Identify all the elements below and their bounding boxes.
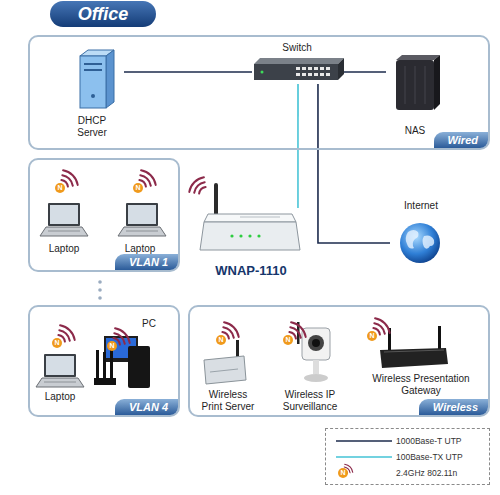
ethernet-link	[297, 84, 299, 208]
wifi-badge: N	[107, 341, 117, 351]
legend-text: 100Base-TX UTP	[396, 452, 463, 462]
device-node: NAS	[386, 50, 444, 136]
device-label: DHCP Server	[66, 115, 118, 138]
device-label: Wireless Print Server	[199, 389, 257, 412]
device-node: Switch	[252, 42, 342, 84]
device-label: Laptop	[45, 391, 76, 403]
legend-line-sample	[336, 440, 392, 442]
ethernet-link	[124, 71, 252, 73]
device-label: Laptop	[49, 243, 80, 255]
zone-band: Wireless Wireless Print Server Wireless IP…	[188, 305, 490, 417]
legend-text: 2.4GHz 802.11n	[396, 468, 457, 478]
device-node: Internet	[390, 200, 452, 266]
ethernet-link	[342, 71, 386, 73]
print-server-icon	[204, 340, 246, 384]
device-node: DHCP Server	[60, 48, 124, 138]
nas-icon	[396, 55, 440, 110]
zone-band: VLAN 1LaptopLaptop	[28, 158, 180, 272]
wireless-waves	[58, 170, 389, 344]
legend-row: 100Base-TX UTP	[336, 449, 489, 465]
device-node: Laptop	[32, 322, 88, 402]
device-node: Wireless Print Server	[196, 336, 260, 412]
pc-icon	[94, 336, 150, 388]
legend-sample	[336, 450, 392, 464]
device-label: Wireless Presentation Gateway	[365, 373, 477, 396]
wifi-badge: N	[283, 335, 293, 345]
laptop-icon	[36, 203, 166, 387]
wifi-badge: N	[367, 331, 377, 341]
device-node: Wireless IP Surveillance	[268, 318, 352, 412]
zone-band: VLAN 4 Laptop PC	[28, 305, 180, 417]
device-node: Wireless Presentation Gateway	[362, 326, 480, 396]
device-label: NAS	[405, 125, 426, 137]
wifi-badge: N	[55, 183, 65, 193]
wifi-badge: N	[216, 335, 226, 345]
zone-tab: Wired	[434, 132, 488, 148]
legend-row: 2.4GHz 802.11n	[336, 465, 489, 481]
legend-box: 1000Base-T UTP 100Base-TX UTP 2.4GHz 802.1…	[325, 428, 490, 485]
wifi-badge: N	[52, 338, 62, 348]
device-label: Wireless IP Surveillance	[275, 389, 345, 412]
zone-tab: VLAN 4	[115, 399, 178, 415]
dhcp-server-icon	[80, 50, 114, 108]
legend-sample	[336, 434, 392, 448]
device-label: Laptop	[125, 243, 156, 255]
device-label: WNAP-1110	[215, 263, 287, 278]
ethernet-link	[318, 84, 390, 243]
device-label: Switch	[282, 42, 311, 54]
title-tab: Office	[50, 1, 156, 27]
legend-line-sample	[336, 456, 392, 458]
device-node: WNAP-1110	[198, 208, 304, 278]
device-label: PC	[142, 318, 156, 330]
device-label: Internet	[404, 200, 438, 212]
zone-tab: VLAN 1	[115, 254, 178, 270]
zone-band: Wired DHCP Server SwitchNAS	[28, 35, 490, 150]
wifi-badge: N	[338, 468, 348, 478]
wifi-badge: N	[133, 183, 143, 193]
ip-camera-icon	[297, 322, 330, 382]
vlan-ellipsis-dots	[98, 280, 102, 300]
switch-icon	[254, 58, 344, 80]
legend-row: 1000Base-T UTP	[336, 433, 489, 449]
device-node: PC	[90, 318, 156, 394]
internet-globe	[400, 223, 440, 263]
zone-tab: Wireless	[419, 399, 488, 415]
legend-text: 1000Base-T UTP	[396, 436, 462, 446]
diagram-title: Office	[78, 4, 129, 25]
access-point-icon	[189, 177, 300, 250]
